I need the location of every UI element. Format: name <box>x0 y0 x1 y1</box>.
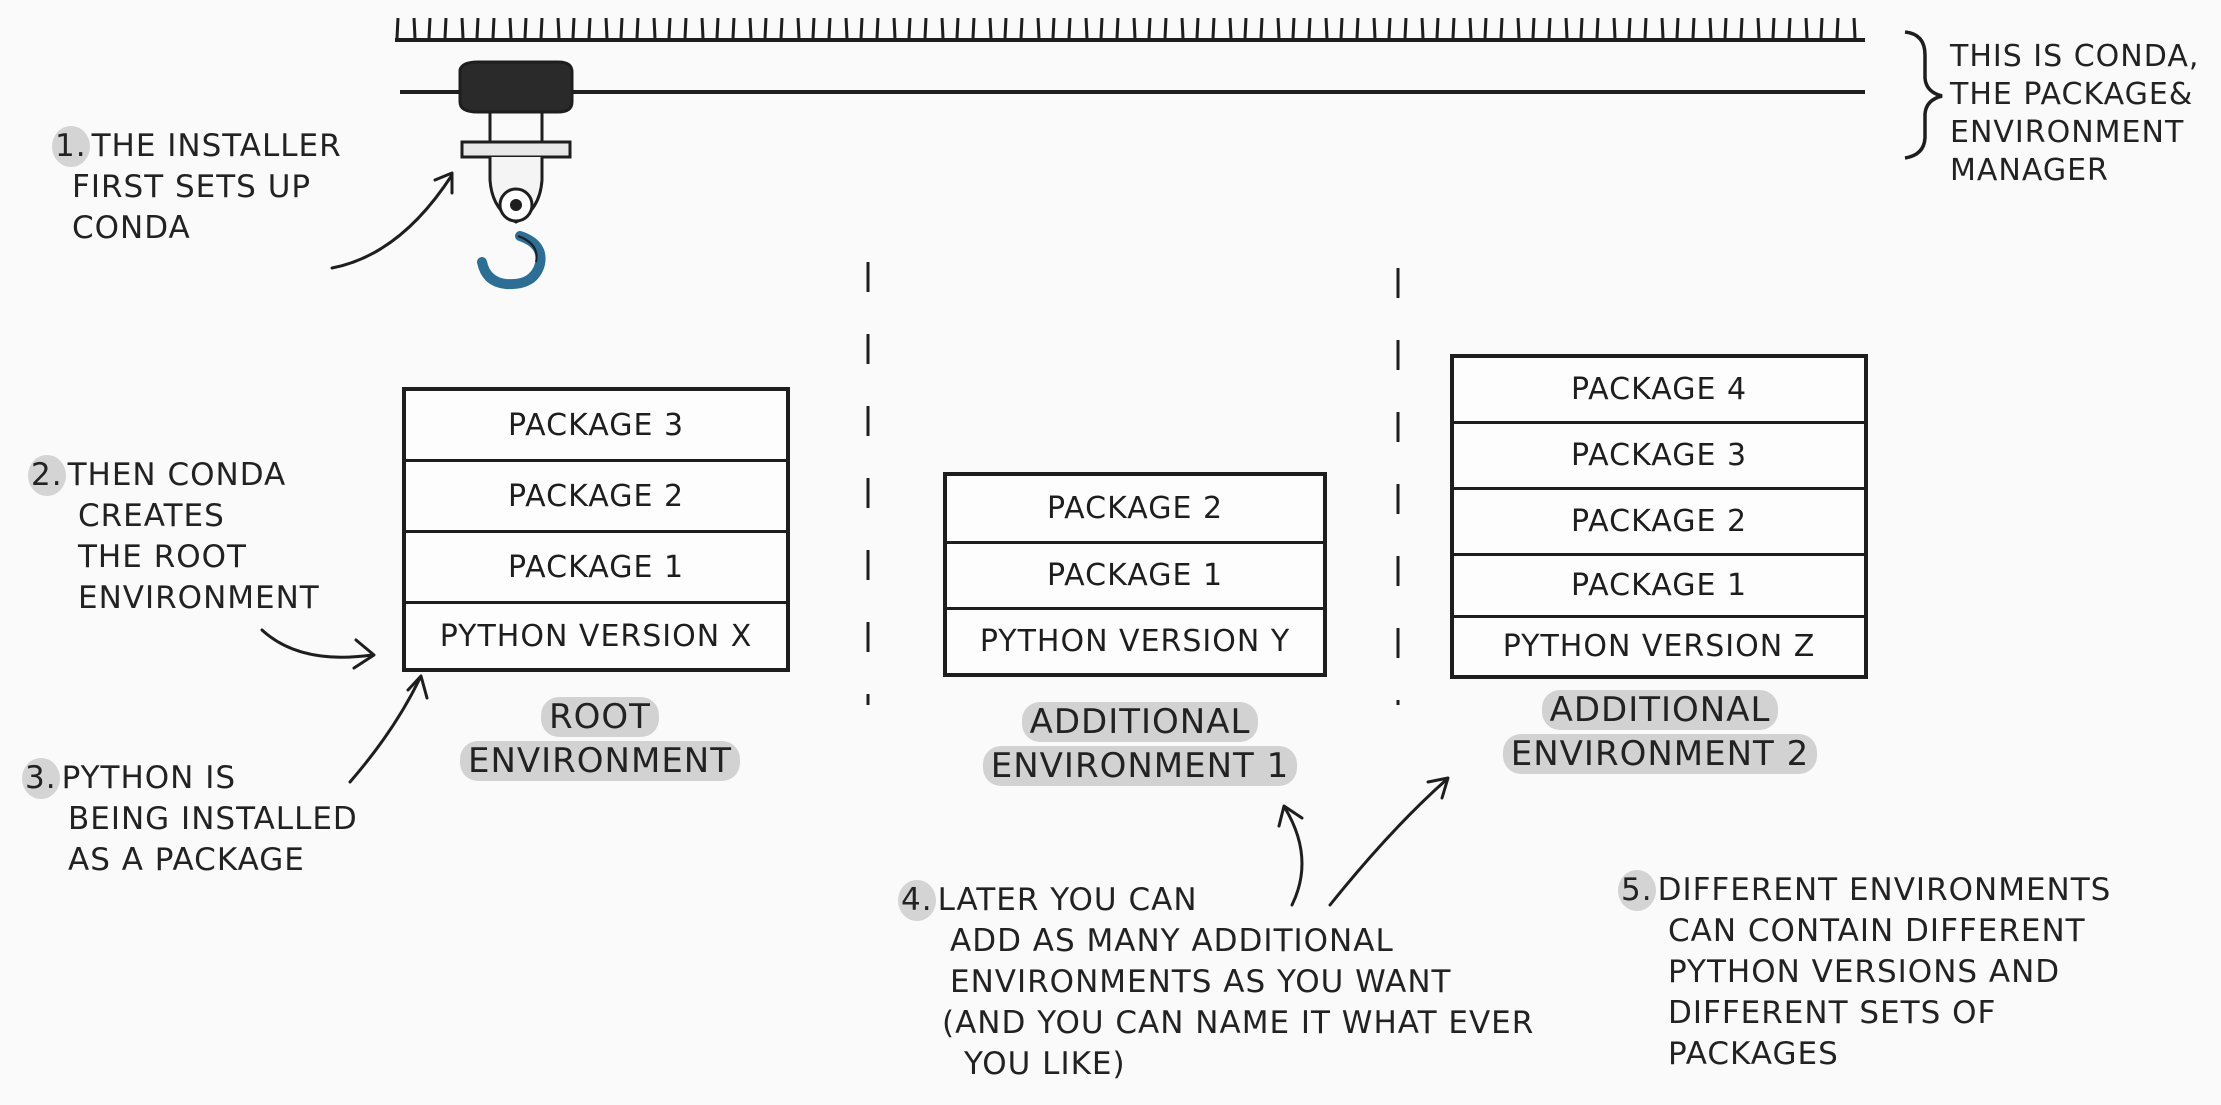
package-layer: PACKAGE 1 <box>1454 556 1864 618</box>
package-layer: PACKAGE 1 <box>947 544 1323 610</box>
additional-environment-2-stack: PACKAGE 4 PACKAGE 3 PACKAGE 2 PACKAGE 1 … <box>1450 354 1868 679</box>
python-layer: PYTHON VERSION X <box>439 618 753 654</box>
package-layer: PACKAGE 2 <box>947 476 1323 544</box>
step-number: 5. <box>1618 870 1656 911</box>
arrow-step2-to-root <box>260 628 376 670</box>
step-2-note: 2.THEN CONDA CREATES THE ROOT ENVIRONMEN… <box>28 455 320 619</box>
package-layer: PACKAGE 3 <box>1454 424 1864 490</box>
conda-brace <box>1904 30 1943 160</box>
step-3-note: 3.PYTHON IS BEING INSTALLED AS A PACKAGE <box>22 758 358 881</box>
conda-label: THIS IS CONDA, THE PACKAGE& ENVIRONMENT … <box>1950 39 2200 188</box>
step-number: 1. <box>52 126 90 167</box>
step-4-note: 4.LATER YOU CAN ADD AS MANY ADDITIONAL E… <box>898 880 1534 1085</box>
step-number: 3. <box>22 758 60 799</box>
package-layer: PACKAGE 2 <box>406 462 786 533</box>
root-environment-stack: PACKAGE 3 PACKAGE 2 PACKAGE 1 PYTHON VER… <box>402 387 790 672</box>
package-layer: PACKAGE 3 <box>406 391 786 462</box>
package-layer: PACKAGE 4 <box>1454 358 1864 424</box>
python-layer: PYTHON VERSION Y <box>979 624 1291 659</box>
step-5-note: 5.DIFFERENT ENVIRONMENTS CAN CONTAIN DIF… <box>1618 870 2111 1075</box>
crane-hook-icon <box>458 60 574 290</box>
python-layer: PYTHON VERSION Z <box>1502 629 1816 664</box>
step-number: 2. <box>28 455 66 496</box>
crane-rail <box>395 17 1865 94</box>
arrow-step3-to-python <box>348 674 429 784</box>
package-layer: PACKAGE 2 <box>1454 490 1864 556</box>
additional-environment-1-stack: PACKAGE 2 PACKAGE 1 PYTHON VERSION Y <box>943 472 1327 677</box>
arrow-step4-to-env2 <box>1328 776 1450 907</box>
additional-environment-1-label: ADDITIONAL ENVIRONMENT 1 <box>940 700 1340 788</box>
arrow-step1-to-crane <box>330 171 454 270</box>
step-1-note: 1.THE INSTALLER FIRST SETS UP CONDA <box>52 126 342 249</box>
root-environment-label: ROOT ENVIRONMENT <box>420 695 780 783</box>
additional-environment-2-label: ADDITIONAL ENVIRONMENT 2 <box>1470 688 1850 776</box>
step-number: 4. <box>898 880 936 921</box>
package-layer: PACKAGE 1 <box>406 533 786 604</box>
arrow-step4-to-env1 <box>1277 804 1304 907</box>
